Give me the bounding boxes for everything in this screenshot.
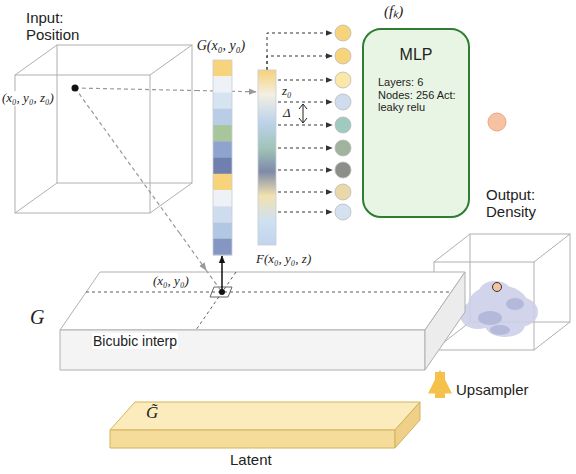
feature-dots — [335, 25, 351, 220]
feature-column-shape — [185, 36, 257, 256]
input-title: Input: Position — [25, 9, 93, 44]
feature-interp-column-shape — [256, 66, 338, 276]
spacing-label: Δ — [283, 106, 291, 121]
feature-interp-column: z₀ F(x₀, y₀, z) — [256, 66, 338, 276]
feature-column: G(x₀, y₀) — [185, 36, 257, 256]
delta-arrow — [299, 104, 307, 123]
point-label: (x₀, y₀) — [152, 274, 190, 289]
feature-vector-label: (fₖ) — [384, 3, 403, 20]
output-dot — [488, 113, 506, 131]
mlp-box: MLP Layers: 6 Nodes: 256 Act: leaky relu — [362, 28, 470, 218]
column-label: G(x₀, y₀) — [185, 38, 257, 54]
mlp-spec: Layers: 6 Nodes: 256 Act: leaky relu — [378, 76, 458, 114]
input-cube: Input: Position (x₀, y₀, z₀) — [0, 5, 196, 233]
edge-label: Upsampler — [456, 381, 529, 398]
mlp-title: MLP — [362, 46, 470, 64]
sample-arrows — [267, 33, 332, 212]
interp-arrow — [221, 256, 223, 270]
interp-label: Bicubic interp — [92, 333, 178, 349]
position-label: (x₀, y₀, z₀) — [1, 91, 55, 106]
latent-symbol: G̃ — [146, 403, 158, 423]
feature-grid-slab-shape — [20, 270, 470, 372]
z-label: z₀ — [282, 84, 292, 99]
feature-grid-slab: G (x₀, y₀) Bicubic interp — [20, 270, 470, 372]
column-label: F(x₀, y₀, z) — [256, 252, 311, 267]
latent-slab: G̃ Latent — [100, 398, 455, 472]
upsample-arrow — [435, 372, 445, 398]
sample-arrow — [180, 233, 207, 270]
output-title: Output: Density — [486, 186, 552, 221]
grid-label: G — [30, 306, 44, 329]
latent-label: Latent — [230, 451, 272, 468]
